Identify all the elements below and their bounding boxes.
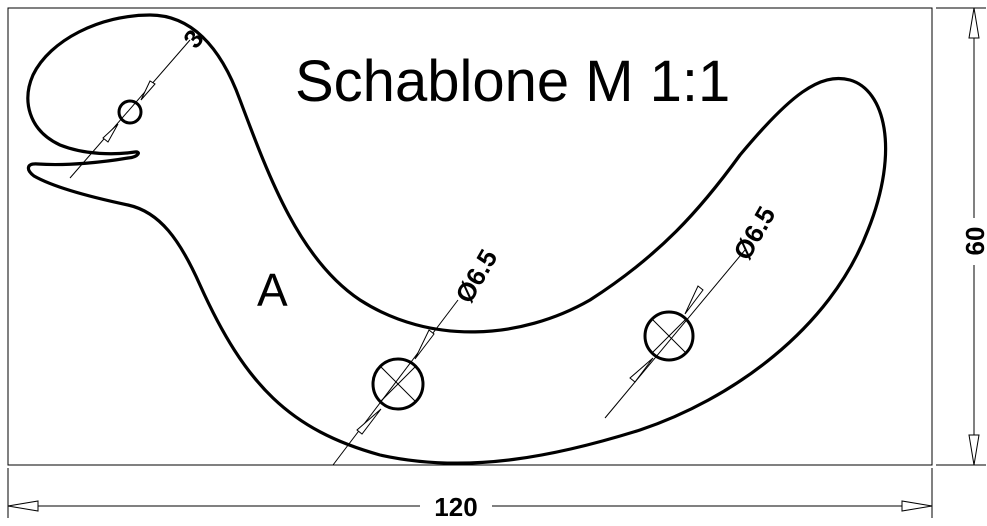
eye-hole xyxy=(69,39,191,179)
height-dimension xyxy=(936,7,986,466)
hole-1 xyxy=(332,299,459,466)
dim-hole-1: Ø6.5 xyxy=(449,244,503,308)
dim-hole-2: Ø6.5 xyxy=(727,201,781,265)
drawing-title: Schablone M 1:1 xyxy=(295,49,730,114)
whale-outline xyxy=(26,13,888,465)
template-frame xyxy=(7,7,933,466)
part-label: A xyxy=(257,264,288,316)
width-dimension xyxy=(7,468,933,518)
dim-width: 120 xyxy=(434,492,477,522)
hole-2 xyxy=(604,249,746,419)
dim-height: 60 xyxy=(960,227,987,256)
